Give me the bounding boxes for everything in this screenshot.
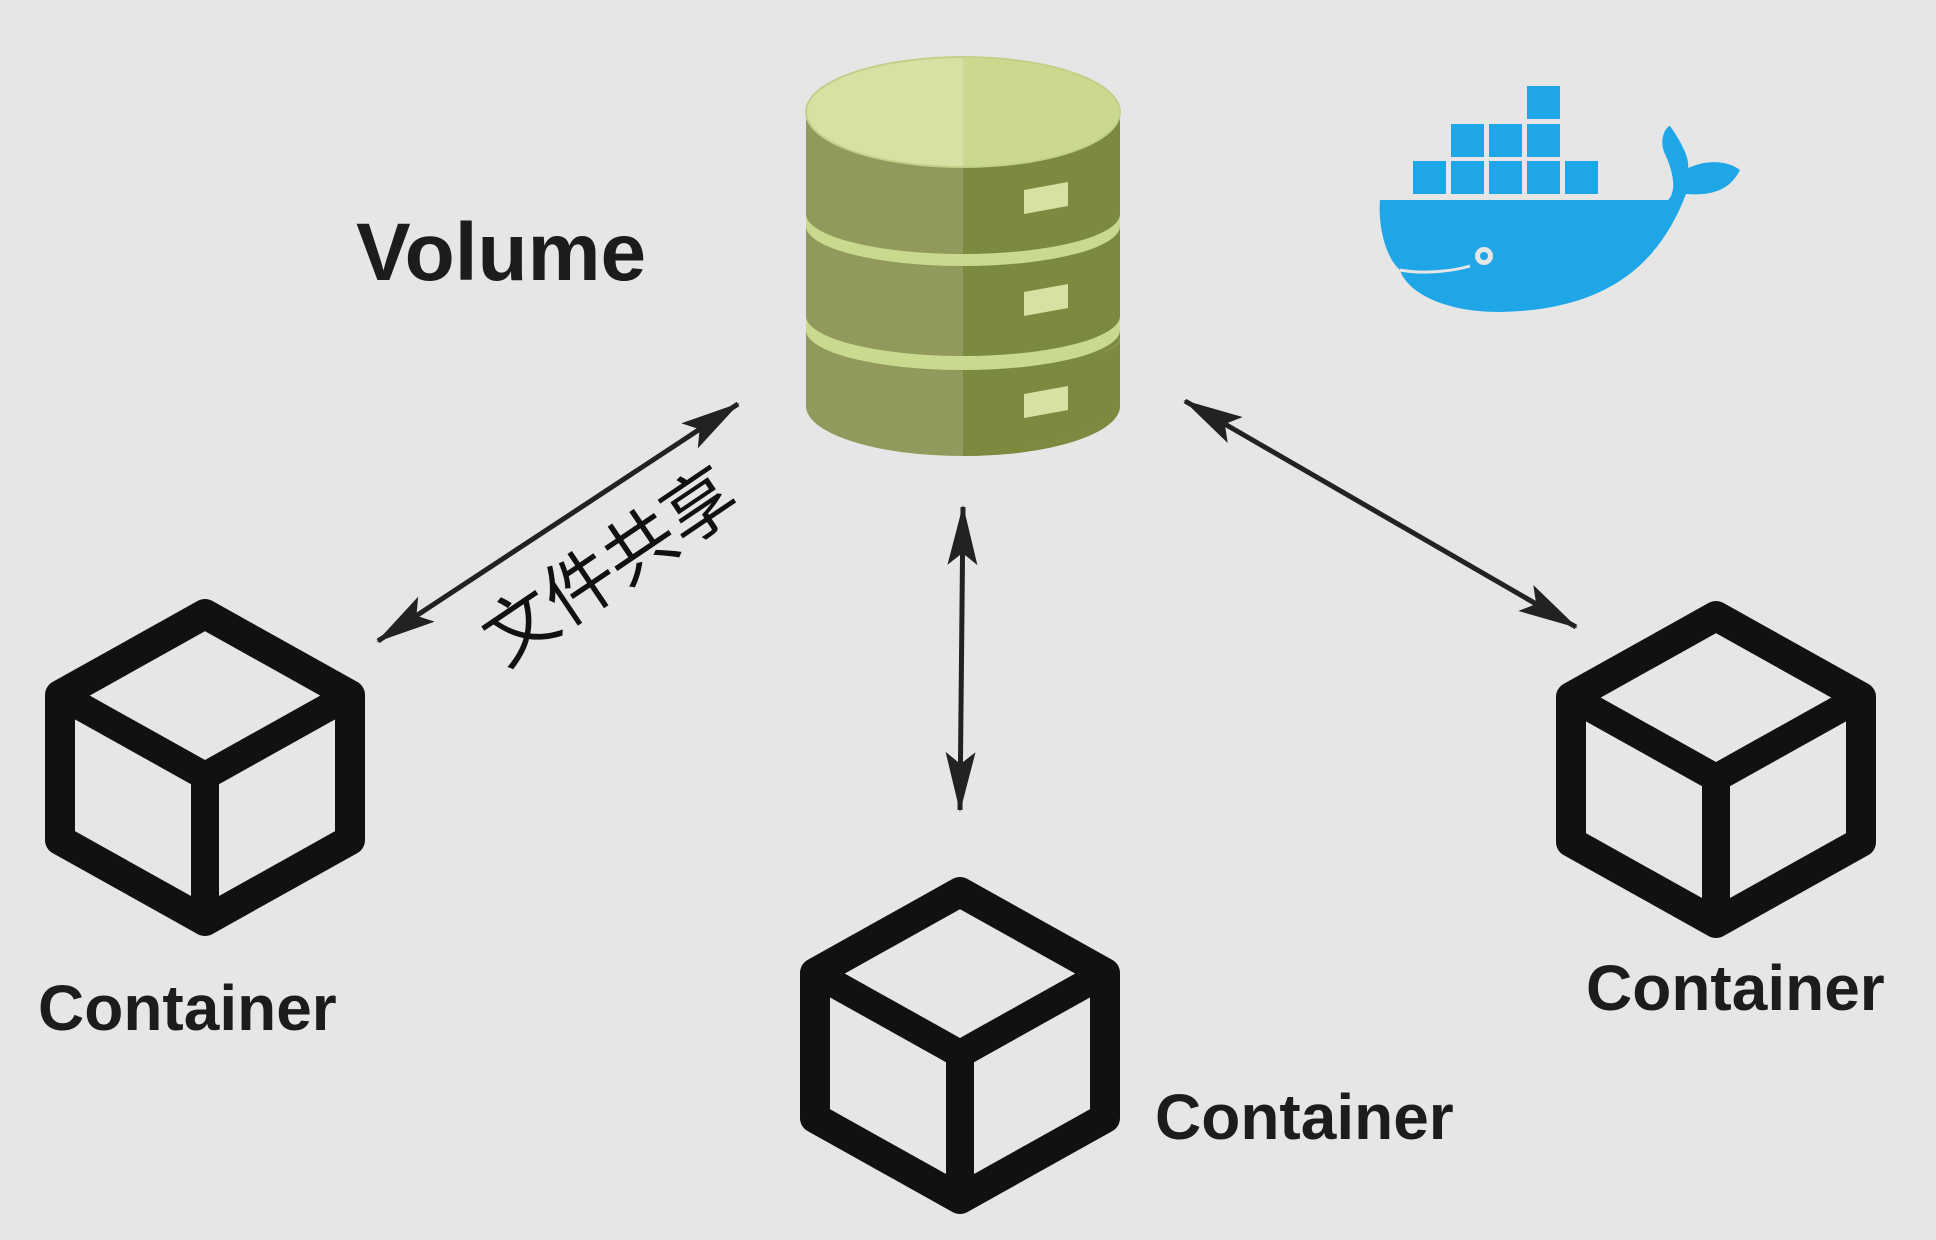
container-label-right: Container [1586,952,1885,1024]
volume-label: Volume [356,207,646,298]
arrow-right-container [1183,398,1578,630]
container-label-left: Container [38,972,337,1044]
cube-icon-right [1571,616,1861,923]
arrow-center-container [945,505,978,812]
cube-icon-center [815,892,1105,1199]
docker-logo-icon [1379,86,1740,312]
arrow-left-container [376,401,740,644]
database-icon [805,56,1121,456]
connector-arrows [376,398,1578,812]
cube-icon-left [60,614,350,921]
container-label-center: Container [1155,1081,1454,1153]
